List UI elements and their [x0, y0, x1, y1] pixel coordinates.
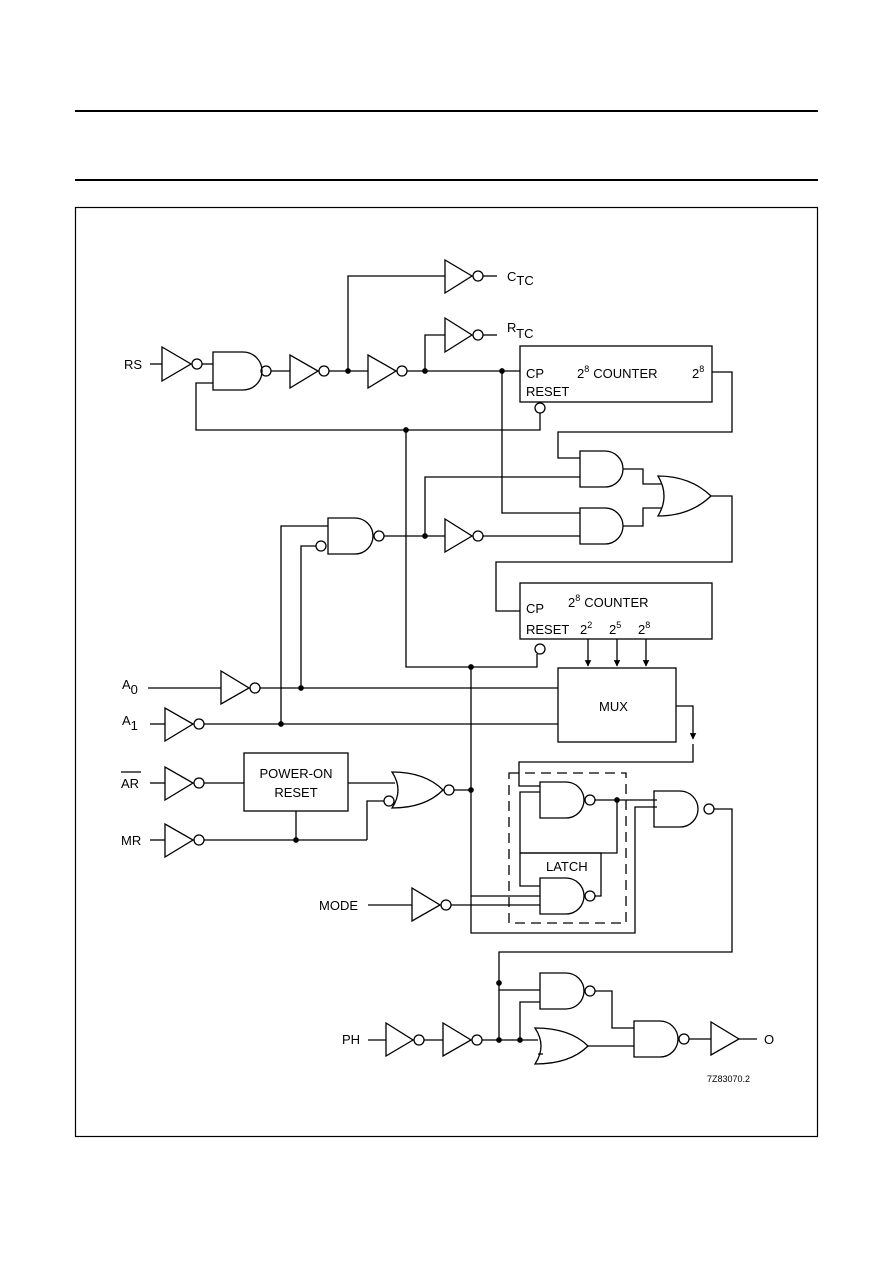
a0-a1-nand-gate [327, 517, 385, 555]
output-o-label: O [764, 1032, 774, 1047]
figure-code: 7Z83070.2 [707, 1074, 750, 1084]
output-nand-gate [653, 790, 715, 828]
ctc-label: CTC [507, 269, 534, 288]
counter-2-box [519, 582, 713, 640]
counter1-cp-label: CP [526, 366, 544, 381]
latch-dashed-box [508, 772, 627, 924]
ph-input-buffer-2 [442, 1021, 483, 1058]
ar-input-buffer [164, 765, 205, 802]
reset-nor-gate [390, 771, 455, 809]
counter2-cp-label: CP [526, 601, 544, 616]
ctc-output-buffer [444, 258, 484, 295]
counter2-reset-label: RESET [526, 622, 569, 637]
output-buffer [710, 1020, 741, 1057]
mux-box [557, 667, 677, 743]
rtc-label: RTC [507, 320, 534, 341]
latch-nand-upper [539, 781, 596, 819]
a1-input-buffer [164, 706, 205, 743]
power-on-reset-box [243, 752, 349, 812]
a0-label: A0 [122, 677, 138, 697]
latch-nand-lower [539, 877, 596, 915]
buffer-2 [289, 353, 330, 390]
counter2-tap-2: 25 [609, 620, 621, 637]
mode-label: MODE [319, 898, 358, 913]
rs-nand-gate [212, 351, 272, 391]
rs-label: RS [124, 357, 142, 372]
counter1-reset-label: RESET [526, 384, 569, 399]
latch-label: LATCH [546, 859, 588, 874]
buffer-3 [367, 353, 408, 390]
figure-frame [74, 206, 819, 1138]
top-rule [75, 110, 818, 112]
counter-1-box [519, 345, 713, 403]
counter2-tap-3: 28 [638, 620, 650, 637]
inverter-select [444, 517, 484, 554]
power-on-label-2: RESET [274, 785, 317, 800]
ar-label: AR [121, 776, 139, 791]
header-bottom-rule [75, 179, 818, 181]
ph-or-gate [533, 1027, 589, 1065]
ph-input-buffer-1 [385, 1021, 425, 1058]
mr-input-buffer [164, 822, 205, 859]
rs-input-buffer [161, 345, 203, 383]
counter1-output-label: 28 [692, 364, 704, 381]
ph-nand-gate [539, 972, 596, 1010]
a0-input-buffer [220, 669, 261, 706]
and-gate-upper [579, 450, 624, 488]
counter2-tap-1: 22 [580, 620, 592, 637]
power-on-label-1: POWER-ON [260, 766, 333, 781]
mode-input-buffer [411, 886, 452, 923]
mr-label: MR [121, 833, 141, 848]
or-gate-counter-select [656, 475, 712, 517]
mux-label: MUX [599, 699, 628, 714]
and-gate-lower [579, 507, 624, 545]
ph-label: PH [342, 1032, 360, 1047]
rtc-output-buffer [444, 316, 484, 354]
final-nand-gate [633, 1020, 690, 1058]
a1-label: A1 [122, 713, 138, 733]
